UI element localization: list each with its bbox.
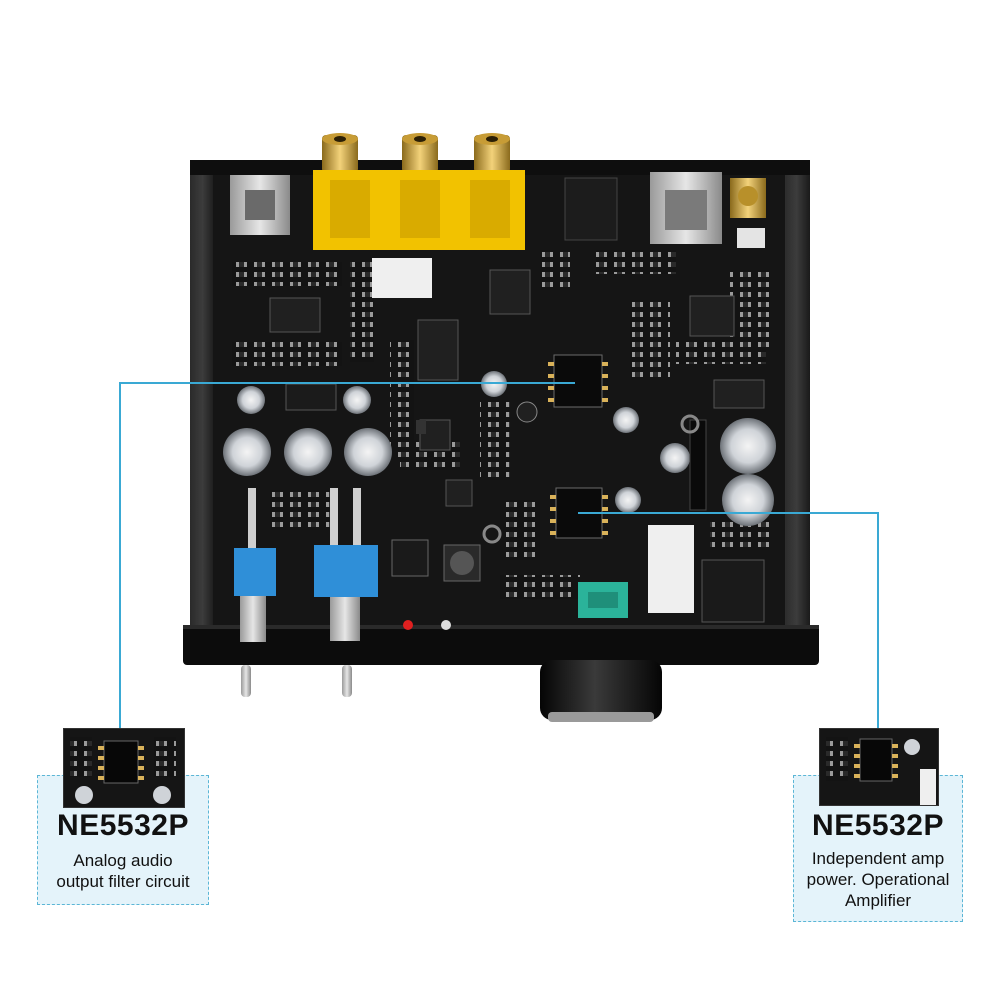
callout-right-desc-line-2: power. Operational [806,870,950,889]
volume-knob [540,660,662,722]
callout-left-chip-name: NE5532P [57,809,189,842]
enclosure-right-wall [783,175,810,645]
callout-right-desc-line-3: Amplifier [844,891,912,910]
callout-left-desc-line-1: Analog audio [73,851,173,870]
callout-left-chip-image [63,728,185,808]
leader-line-left [119,382,575,730]
toggle-switch-left [234,488,276,697]
headphone-jack [701,559,765,623]
callout-right-chip-image [819,728,939,806]
callout-right: NE5532P Independent amp power. Operation… [793,728,963,922]
toggle-switch-right [314,488,378,697]
rca-jacks [322,133,510,173]
relay [372,258,432,298]
ic-chips [269,269,765,507]
optical-port [564,177,618,241]
callout-left-desc-line-2: output filter circuit [56,872,190,891]
leader-line-right [578,512,879,730]
relay-right [648,525,694,613]
callout-left: NE5532P Analog audio output filter circu… [37,728,209,905]
front-panel [183,625,819,665]
callout-right-chip-name: NE5532P [812,809,944,842]
opamp-chip-upper [548,354,608,408]
callout-right-desc-line-1: Independent amp [811,849,945,868]
enclosure-left-wall [190,175,215,645]
